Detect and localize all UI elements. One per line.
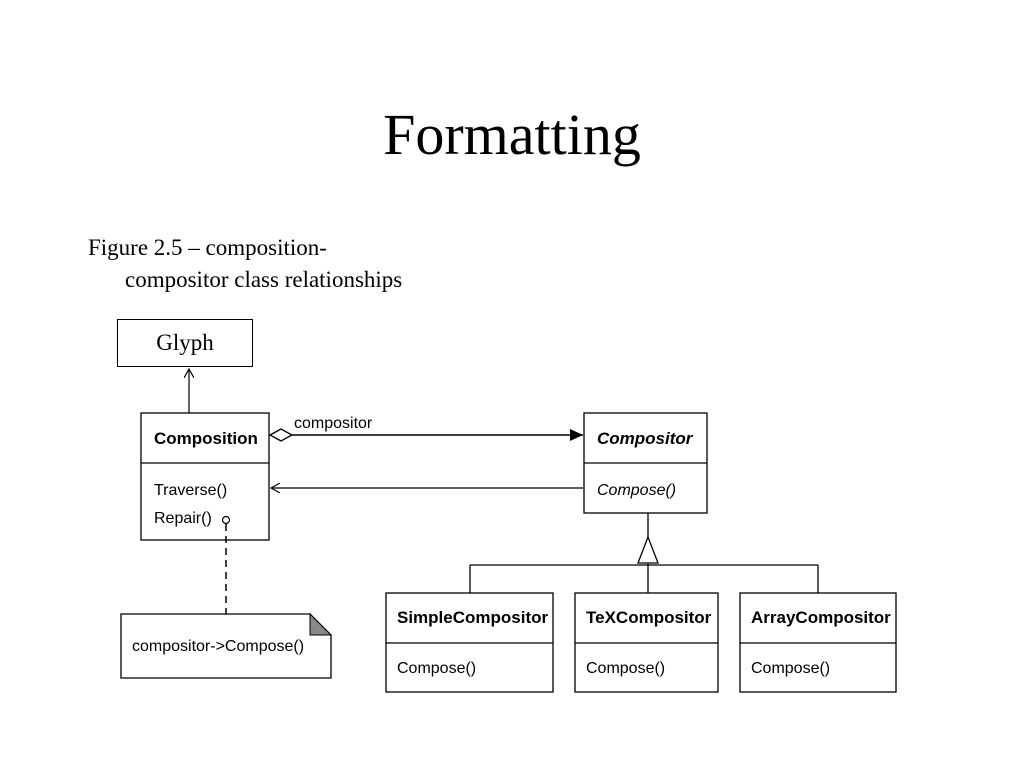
glyph-class-box: Glyph	[117, 319, 253, 367]
figure-caption: Figure 2.5 – composition- compositor cla…	[88, 232, 402, 296]
tex-compositor-compose-operation: Compose()	[586, 660, 665, 677]
compositor-class-box: Compositor Compose()	[583, 412, 708, 514]
association-role-label: compositor	[294, 415, 373, 432]
implementation-note: compositor->Compose()	[120, 612, 333, 679]
simple-compositor-class-box: SimpleCompositor Compose()	[385, 592, 554, 693]
caption-line-2: compositor class relationships	[125, 267, 403, 292]
array-compositor-compose-operation: Compose()	[751, 660, 830, 677]
compositor-compose-operation: Compose()	[597, 482, 676, 499]
traverse-operation: Traverse()	[154, 482, 227, 499]
composition-class-name: Composition	[154, 429, 258, 448]
note-text: compositor->Compose()	[132, 638, 304, 655]
inheritance-tree	[469, 513, 819, 593]
composition-class-box: Composition Traverse() Repair()	[140, 412, 270, 541]
simple-compositor-class-name: SimpleCompositor	[397, 608, 549, 627]
simple-compositor-compose-operation: Compose()	[397, 660, 476, 677]
tex-compositor-class-name: TeXCompositor	[586, 608, 712, 627]
caption-line-1: Figure 2.5 – composition-	[88, 235, 327, 260]
compositor-class-name: Compositor	[597, 429, 694, 448]
array-compositor-class-box: ArrayCompositor Compose()	[739, 592, 897, 693]
array-compositor-class-name: ArrayCompositor	[751, 608, 891, 627]
compositor-aggregation: compositor	[268, 415, 583, 442]
note-anchor-circle	[221, 515, 231, 525]
tex-compositor-class-box: TeXCompositor Compose()	[574, 592, 719, 693]
repair-operation: Repair()	[154, 510, 212, 527]
slide-title: Formatting	[383, 102, 641, 167]
